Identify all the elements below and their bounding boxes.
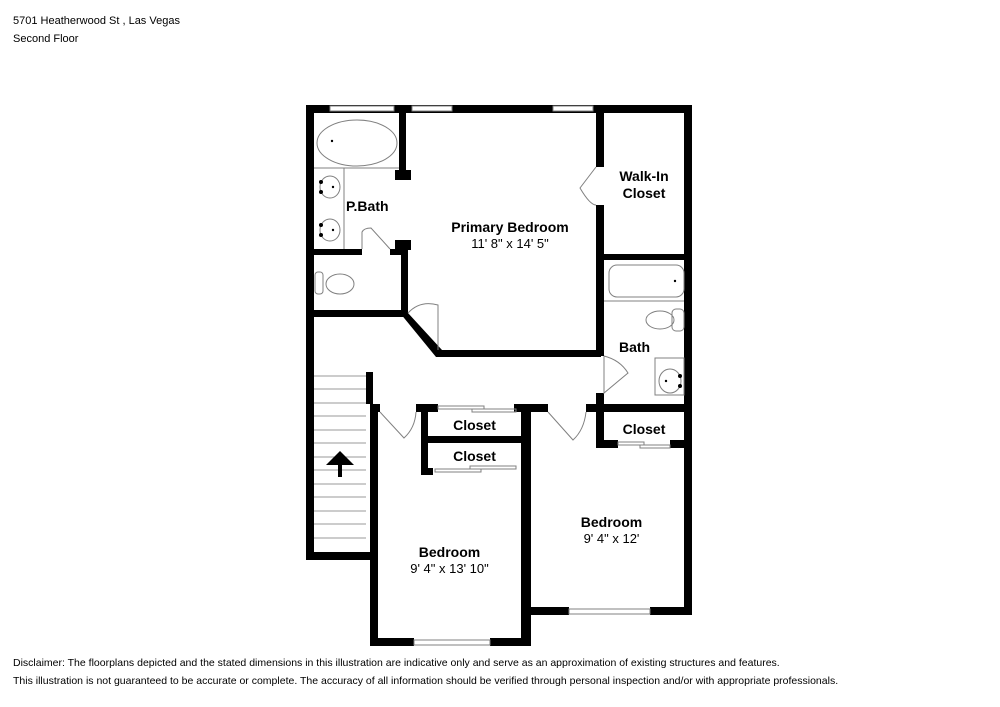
sink-icon: [319, 218, 341, 242]
disclaimer-line-2: This illustration is not guaranteed to b…: [13, 675, 839, 687]
fixtures: [314, 119, 685, 539]
disclaimer-line-1: Disclaimer: The floorplans depicted and …: [13, 657, 780, 669]
faucet-icons: [319, 139, 682, 388]
address-title: 5701 Heatherwood St , Las Vegas: [13, 15, 180, 27]
windows: [329, 105, 651, 646]
room-label-closet-2: Closet: [453, 448, 496, 464]
room-label-bedroom-3: Bedroom: [580, 514, 643, 530]
sink-icon: [319, 175, 341, 199]
room-label-primary-bedroom: Primary Bedroom: [451, 219, 569, 235]
room-dimensions-primary-bedroom: 11' 8" x 14' 5": [471, 236, 549, 251]
floor-label: Second Floor: [13, 33, 79, 45]
room-label-walk-in-closet-line2: Closet: [622, 185, 666, 201]
room-dimensions-bedroom-3: 9' 4" x 12': [583, 531, 640, 546]
room-dimensions-bedroom-2: 9' 4" x 13' 10": [410, 561, 489, 576]
room-label-walk-in-closet-line1: Walk-In: [619, 168, 669, 184]
stair-up-arrow-icon: [326, 451, 354, 477]
bathtub-icon: [316, 119, 398, 167]
sink-icon: [658, 368, 682, 394]
room-label-closet-3: Closet: [622, 421, 666, 437]
room-label-closet-1: Closet: [453, 417, 496, 433]
room-label-bedroom-2: Bedroom: [418, 544, 481, 560]
room-label-bath: Bath: [619, 339, 651, 355]
toilet-icon: [314, 271, 324, 295]
room-label-primary-bath: P.Bath: [346, 198, 389, 214]
bathtub-icon: [608, 264, 685, 298]
walls: [306, 105, 692, 646]
toilet-icon: [645, 310, 675, 330]
